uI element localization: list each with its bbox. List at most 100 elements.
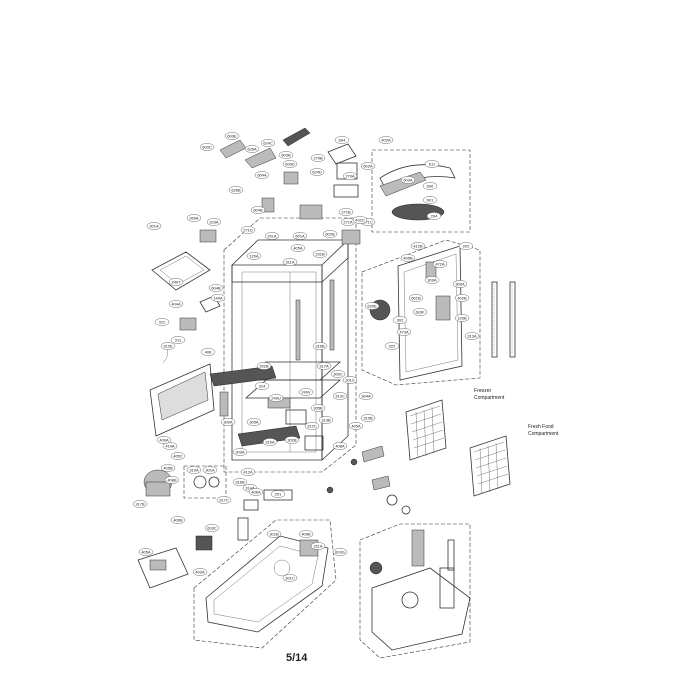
callout-bubble [220,418,236,426]
callout-label: 313C [335,393,345,398]
callout-bubble [244,145,260,153]
callout-label: 309A [427,277,437,282]
callout-label: 602B [325,231,335,236]
callout-label: 408B [167,477,177,482]
callout-label: 301B [269,531,279,536]
callout-bubble [454,294,470,302]
door-gaskets [491,281,516,358]
callout-bubble [316,362,332,370]
base-plate [205,535,329,633]
callout-label: 305A [249,419,259,424]
callout-label: 406B [173,517,183,522]
callout-label: 317B [135,501,145,506]
callout-bubble [298,530,314,538]
callout-bubble [208,284,224,292]
fresh-food-compartment-note-2: Compartment [528,431,559,437]
callout-bubble [422,182,438,190]
callout-label: 603C [202,144,212,149]
callout-label: 408A [335,443,345,448]
callout-bubble [310,154,326,162]
callout-label: 611 [429,161,436,166]
callout-bubble [246,418,262,426]
callout-bubble [304,422,320,430]
callout-label: 249T [171,279,181,284]
callout-label: 314 [259,383,266,388]
callout-bubble [384,342,400,350]
fresh-food-compartment-note: Fresh Food [528,424,554,430]
crisper-cover-parts [151,229,221,331]
callout-label: 601 [427,197,434,202]
callout-label: 606 [427,183,434,188]
callout-label: 120B [457,315,467,320]
callout-bubble [228,186,244,194]
callout-label: 402A [195,569,205,574]
callout-bubble [322,230,338,238]
ice-dispenser-group-outline [371,149,471,233]
callout-bubble [186,214,202,222]
callout-label: 405A [351,423,361,428]
legs-and-fasteners [326,445,411,515]
callout-bubble [330,370,346,378]
callout-bubble [332,392,348,400]
callout-bubble [342,172,358,180]
callout-label: 271D [243,227,253,232]
callout-label: 202 [463,243,470,248]
callout-bubble [310,404,326,412]
callout-bubble [360,162,376,170]
door-assembly-group-outline [359,523,471,659]
callout-label: 408 [205,349,212,354]
callout-label: 271C [363,219,373,224]
callout-label: 603A [403,177,413,182]
callout-bubble [240,468,256,476]
callout-label: 402B [457,295,467,300]
callout-label: 204 [431,213,438,218]
callout-bubble [266,530,282,538]
callout-label: 604B [253,207,263,212]
callout-label: 316B [315,343,325,348]
callout-bubble [312,250,328,258]
callout-bubble [192,568,208,576]
callout-bubble [309,168,325,176]
callout-bubble [256,362,272,370]
callout-label: 406A [251,489,261,494]
callout-label: 317C [219,497,229,502]
callout-bubble [292,232,308,240]
callout-label: 604A [257,172,267,177]
callout-bubble [392,316,408,324]
callout-bubble [282,574,298,582]
callout-bubble [332,442,348,450]
callout-bubble [232,448,248,456]
top-hinge-parts [219,127,361,245]
callout-bubble [254,171,270,179]
callout-label: 302B [287,437,297,442]
callout-bubble [400,254,416,262]
callout-bubble [410,242,426,250]
callout-bubble [432,260,448,268]
callout-bubble [454,314,470,322]
compressor-parts [143,469,259,511]
callout-label: 626A [247,146,257,151]
callout-bubble [358,392,374,400]
callout-bubble [426,212,442,220]
callout-bubble [154,318,170,326]
part-callouts: 603C603E626A624C604270B603B604A603D624D2… [132,132,480,582]
callout-label: 603E [227,133,237,138]
callout-bubble [200,348,216,356]
callout-label: 405B [403,255,413,260]
callout-bubble [338,208,354,216]
callout-label: 313B [321,417,331,422]
callout-bubble [202,466,218,474]
callout-bubble [396,328,412,336]
callout-bubble [424,160,440,168]
callout-bubble [408,294,424,302]
freezer-compartment-note-2: Compartment [474,395,505,401]
callout-bubble [164,476,180,484]
fan-and-control [137,489,293,589]
callout-bubble [246,252,262,260]
callout-bubble [334,136,350,144]
callout-bubble [160,464,176,472]
page-number: 5/14 [286,652,308,664]
callout-bubble [168,278,184,286]
callout-label: 269A [189,215,199,220]
callout-bubble [360,414,376,422]
